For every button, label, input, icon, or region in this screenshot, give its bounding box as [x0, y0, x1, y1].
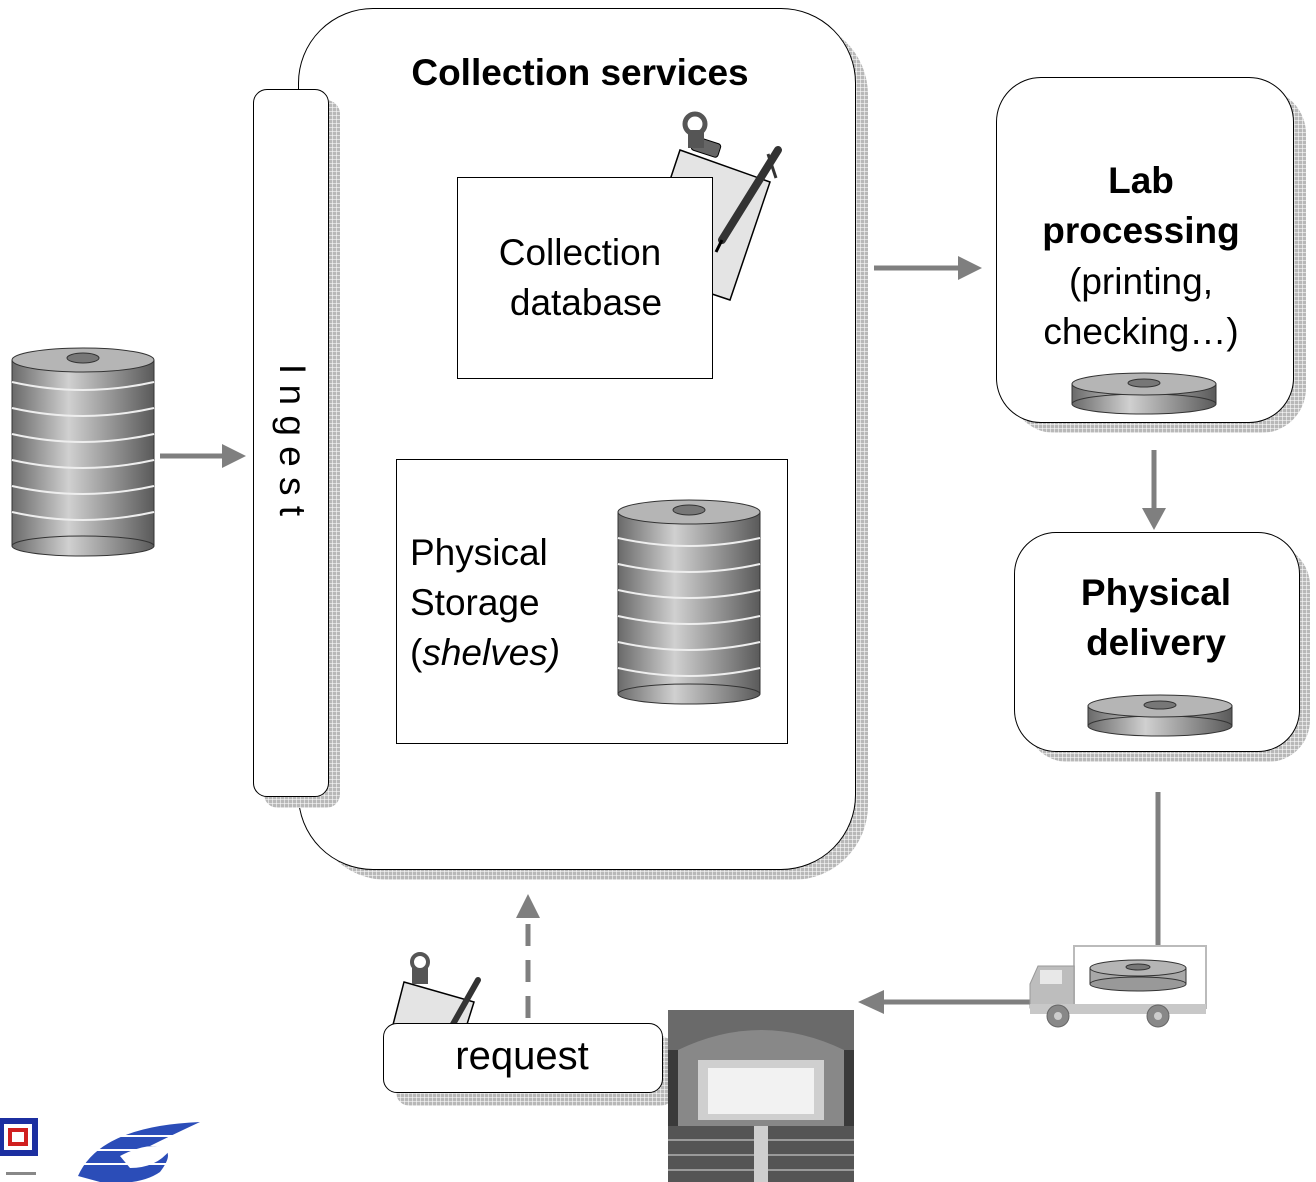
ingest-bar	[253, 89, 329, 797]
fp6-logo	[70, 1122, 210, 1182]
collection-database-line2: database	[509, 282, 663, 323]
film-reel-lab	[1071, 372, 1217, 415]
lab-processing-line4: checking…)	[1043, 311, 1239, 352]
theater-image	[668, 1010, 854, 1182]
eu-logo	[0, 1118, 38, 1175]
physical-delivery-line2: delivery	[1086, 622, 1226, 663]
truck-icon	[1029, 945, 1207, 1028]
physical-storage-label: Physical Storage (shelves)	[410, 528, 560, 678]
lab-processing-line2: processing	[1042, 210, 1240, 251]
lab-processing-line1: Lab	[1108, 160, 1174, 201]
film-reel-stack-left	[11, 347, 155, 557]
film-reel-stack-storage	[617, 499, 761, 705]
lab-processing-line3: (printing,	[1069, 261, 1213, 302]
physical-storage-line2: Storage	[410, 582, 540, 623]
collection-database-line1: Collection	[498, 232, 662, 273]
physical-storage-shelves: shelves)	[422, 632, 561, 673]
request-box	[383, 1023, 663, 1093]
physical-delivery-line1: Physical	[1080, 572, 1232, 613]
collection-database-box	[457, 177, 713, 379]
physical-storage-line3: (shelves)	[410, 628, 560, 678]
lab-processing-box	[996, 77, 1294, 423]
physical-storage-line1: Physical	[410, 532, 548, 573]
request-label: request	[455, 1034, 589, 1078]
film-reel-delivery	[1087, 694, 1233, 737]
physical-storage-paren: (	[410, 632, 423, 673]
collection-services-title: Collection services	[411, 52, 749, 93]
